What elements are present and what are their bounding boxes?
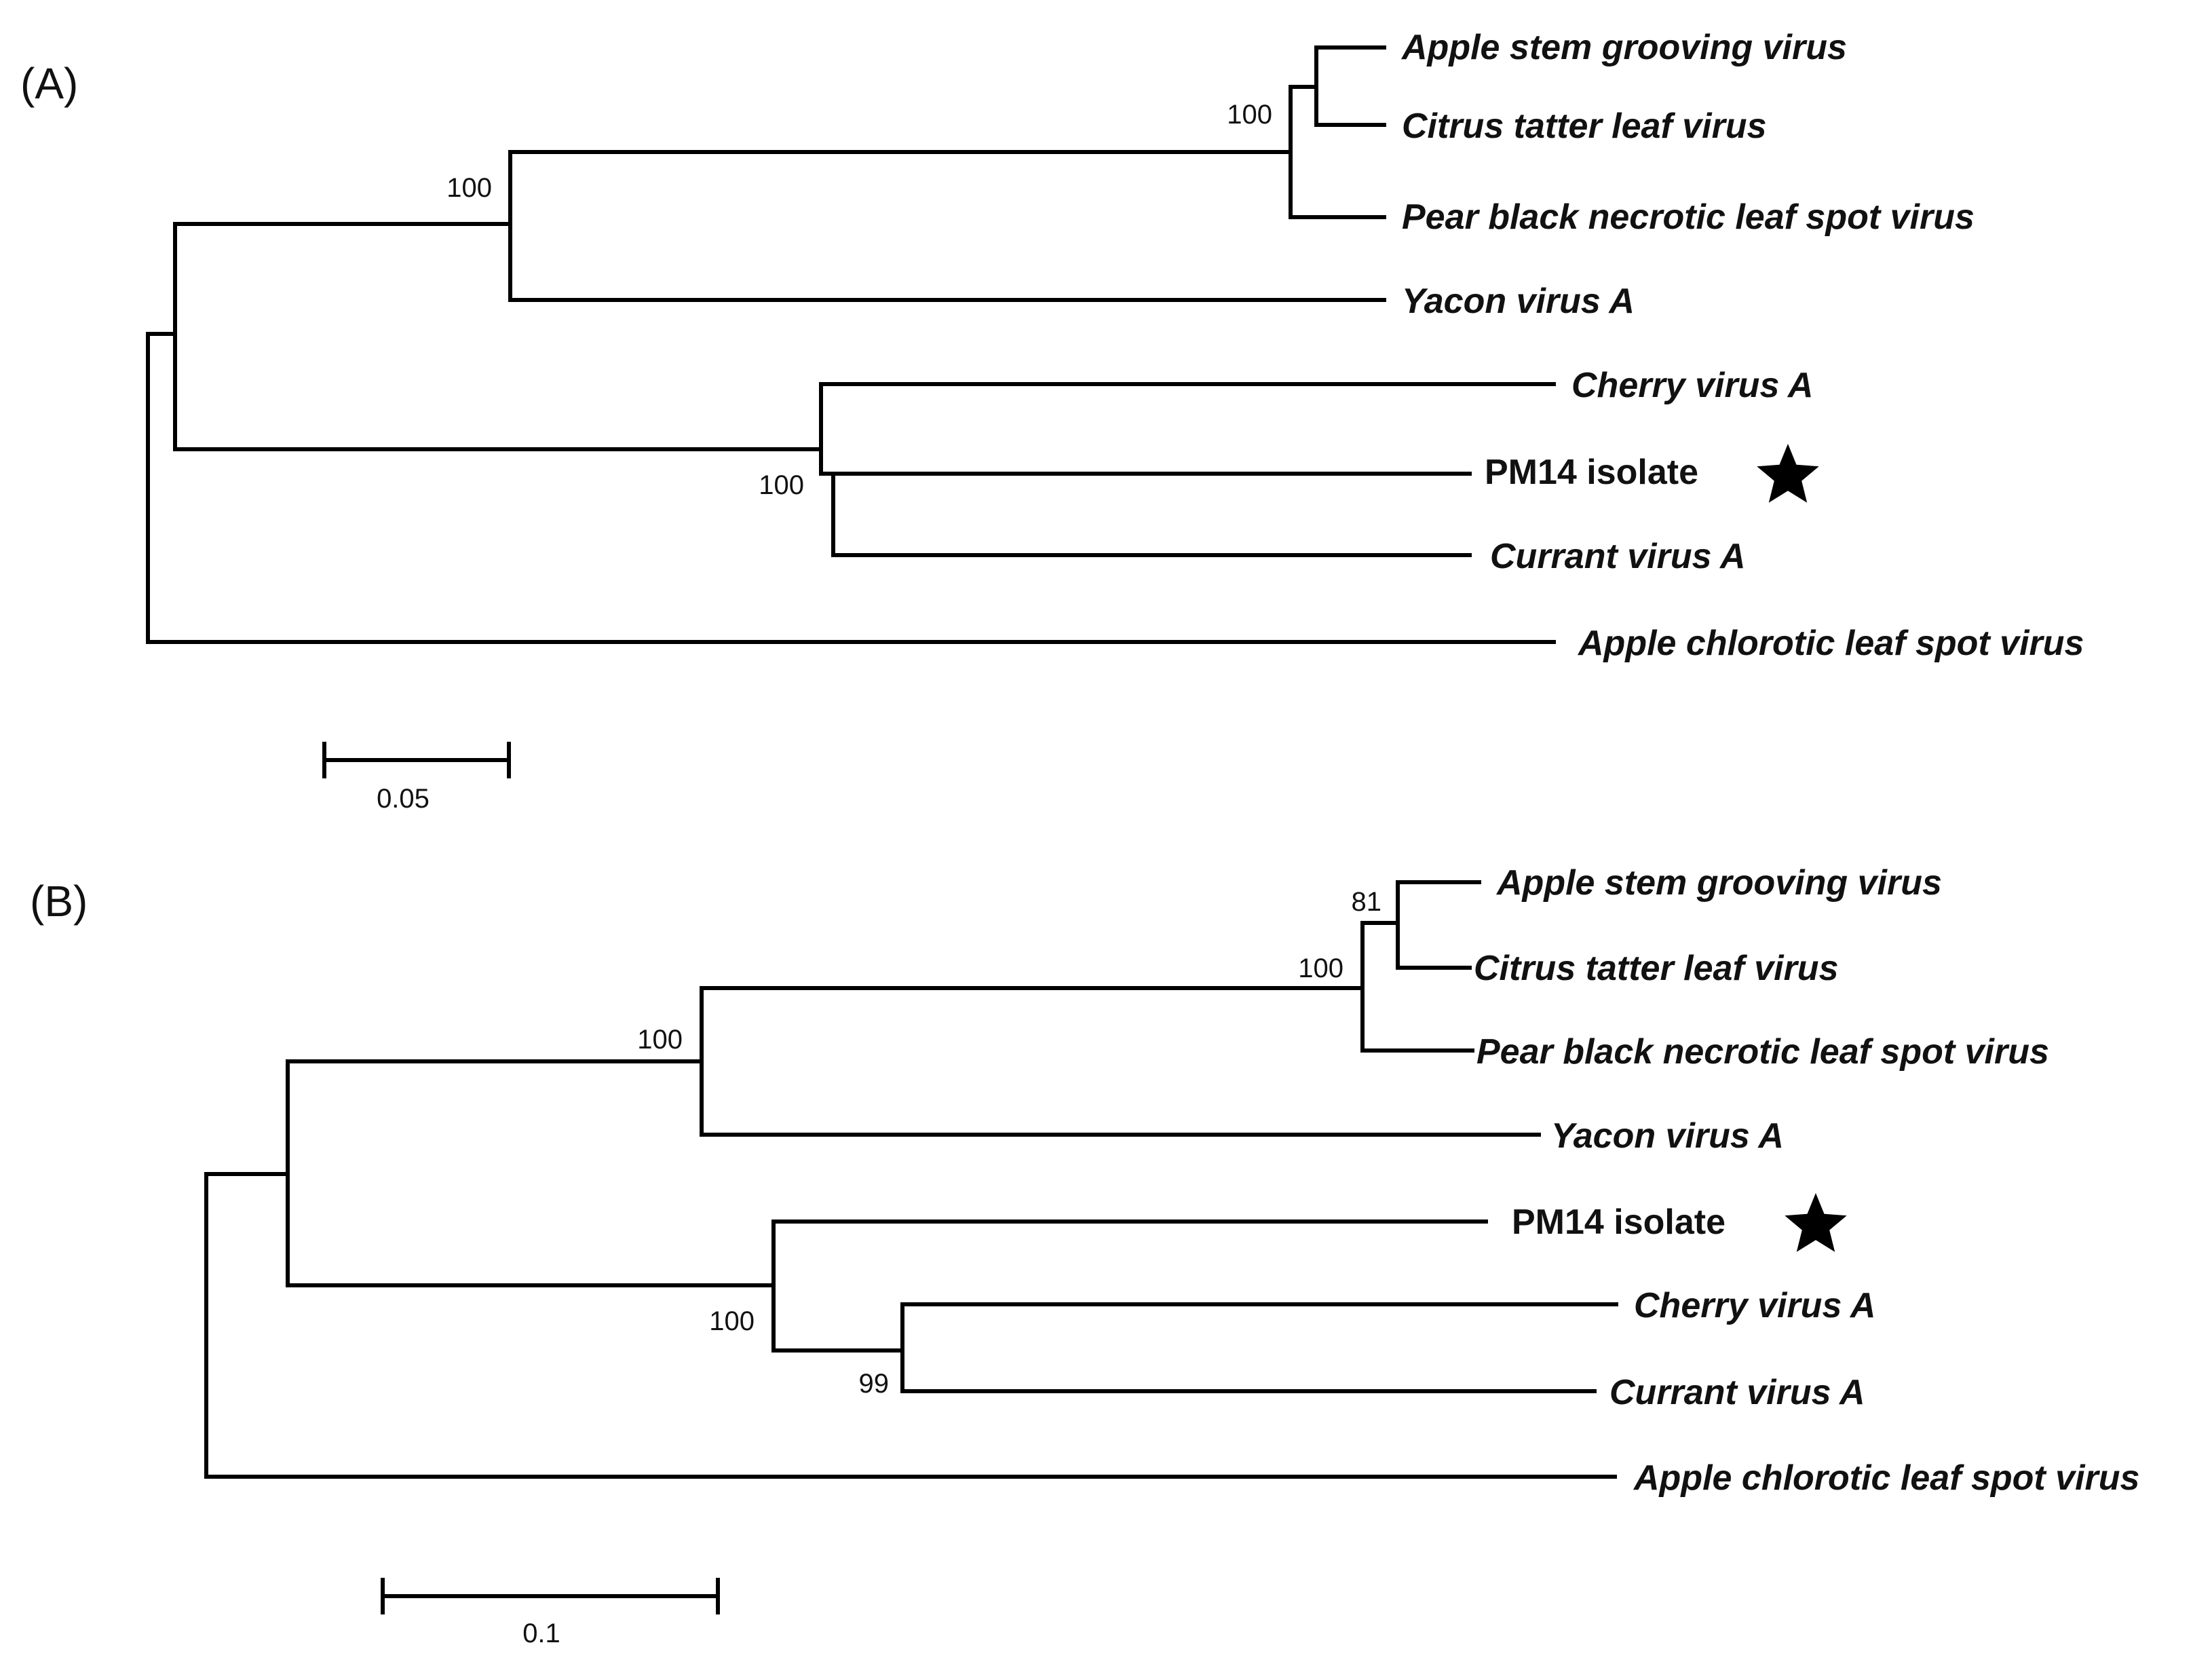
star-icon — [1757, 444, 1819, 503]
taxon-label: Pear black necrotic leaf spot virus — [1402, 197, 1975, 237]
branch-pm14-currant-a — [831, 472, 1472, 557]
branch-asgv-ctlv-a — [1314, 45, 1386, 127]
taxon-label: Cherry virus A — [1634, 1286, 1875, 1325]
branch-split-a — [173, 222, 823, 451]
taxon-label: PM14 isolate — [1485, 453, 1698, 492]
taxon-label: Currant virus A — [1609, 1373, 1865, 1412]
bootstrap-label: 100 — [1298, 953, 1343, 983]
taxon-label: Apple chlorotic leaf spot virus — [1633, 1458, 2139, 1498]
scale-bar-a — [322, 742, 511, 778]
taxon-label: Citrus tatter leaf virus — [1402, 107, 1767, 146]
bootstrap-label: 100 — [759, 470, 804, 500]
panel-a-tree: (A) 100 100 100 Apple stem grooving viru… — [20, 28, 2084, 814]
scale-bar-label: 0.05 — [377, 784, 430, 814]
bootstrap-label: 100 — [446, 173, 492, 203]
taxon-label: Citrus tatter leaf virus — [1474, 949, 1839, 988]
taxon-label: Cherry virus A — [1571, 366, 1813, 405]
branch-asgv-ctlv-b — [1396, 880, 1481, 970]
scale-bar-b — [381, 1578, 720, 1614]
taxon-label: Pear black necrotic leaf spot virus — [1476, 1032, 2049, 1072]
branch-upper-clade-a — [508, 150, 1386, 302]
branch-lower-clade-b — [771, 1219, 1488, 1353]
branch-asgv-group-a — [1289, 85, 1386, 219]
taxon-label: Yacon virus A — [1551, 1116, 1784, 1156]
taxon-label: Currant virus A — [1490, 537, 1746, 576]
branch-lower-clade-a — [819, 382, 1556, 476]
bootstrap-label: 100 — [1227, 100, 1272, 130]
bootstrap-label: 99 — [859, 1369, 890, 1399]
branch-root-b — [204, 1172, 1617, 1479]
star-icon — [1785, 1193, 1847, 1252]
bootstrap-label: 100 — [637, 1025, 683, 1055]
branch-cva-curva-b — [900, 1302, 1618, 1393]
panel-b-tree: (B) 81 100 100 100 99 Apple stem groovin… — [30, 863, 2139, 1648]
bootstrap-label: 81 — [1352, 887, 1382, 917]
branch-split-b — [286, 1059, 776, 1287]
panel-a-label: (A) — [20, 59, 78, 108]
taxon-label: Apple chlorotic leaf spot virus — [1577, 624, 2084, 663]
taxon-label: Apple stem grooving virus — [1400, 28, 1847, 67]
taxon-label: Apple stem grooving virus — [1495, 863, 1942, 903]
scale-bar-label: 0.1 — [522, 1619, 560, 1648]
panel-b-label: (B) — [30, 877, 88, 926]
branch-root-a — [146, 332, 1556, 644]
taxon-label: PM14 isolate — [1512, 1203, 1725, 1242]
branch-asgv-group-b — [1360, 921, 1474, 1053]
bootstrap-label: 100 — [709, 1306, 755, 1336]
taxon-label: Yacon virus A — [1402, 282, 1635, 321]
branch-upper-clade-b — [700, 986, 1541, 1137]
